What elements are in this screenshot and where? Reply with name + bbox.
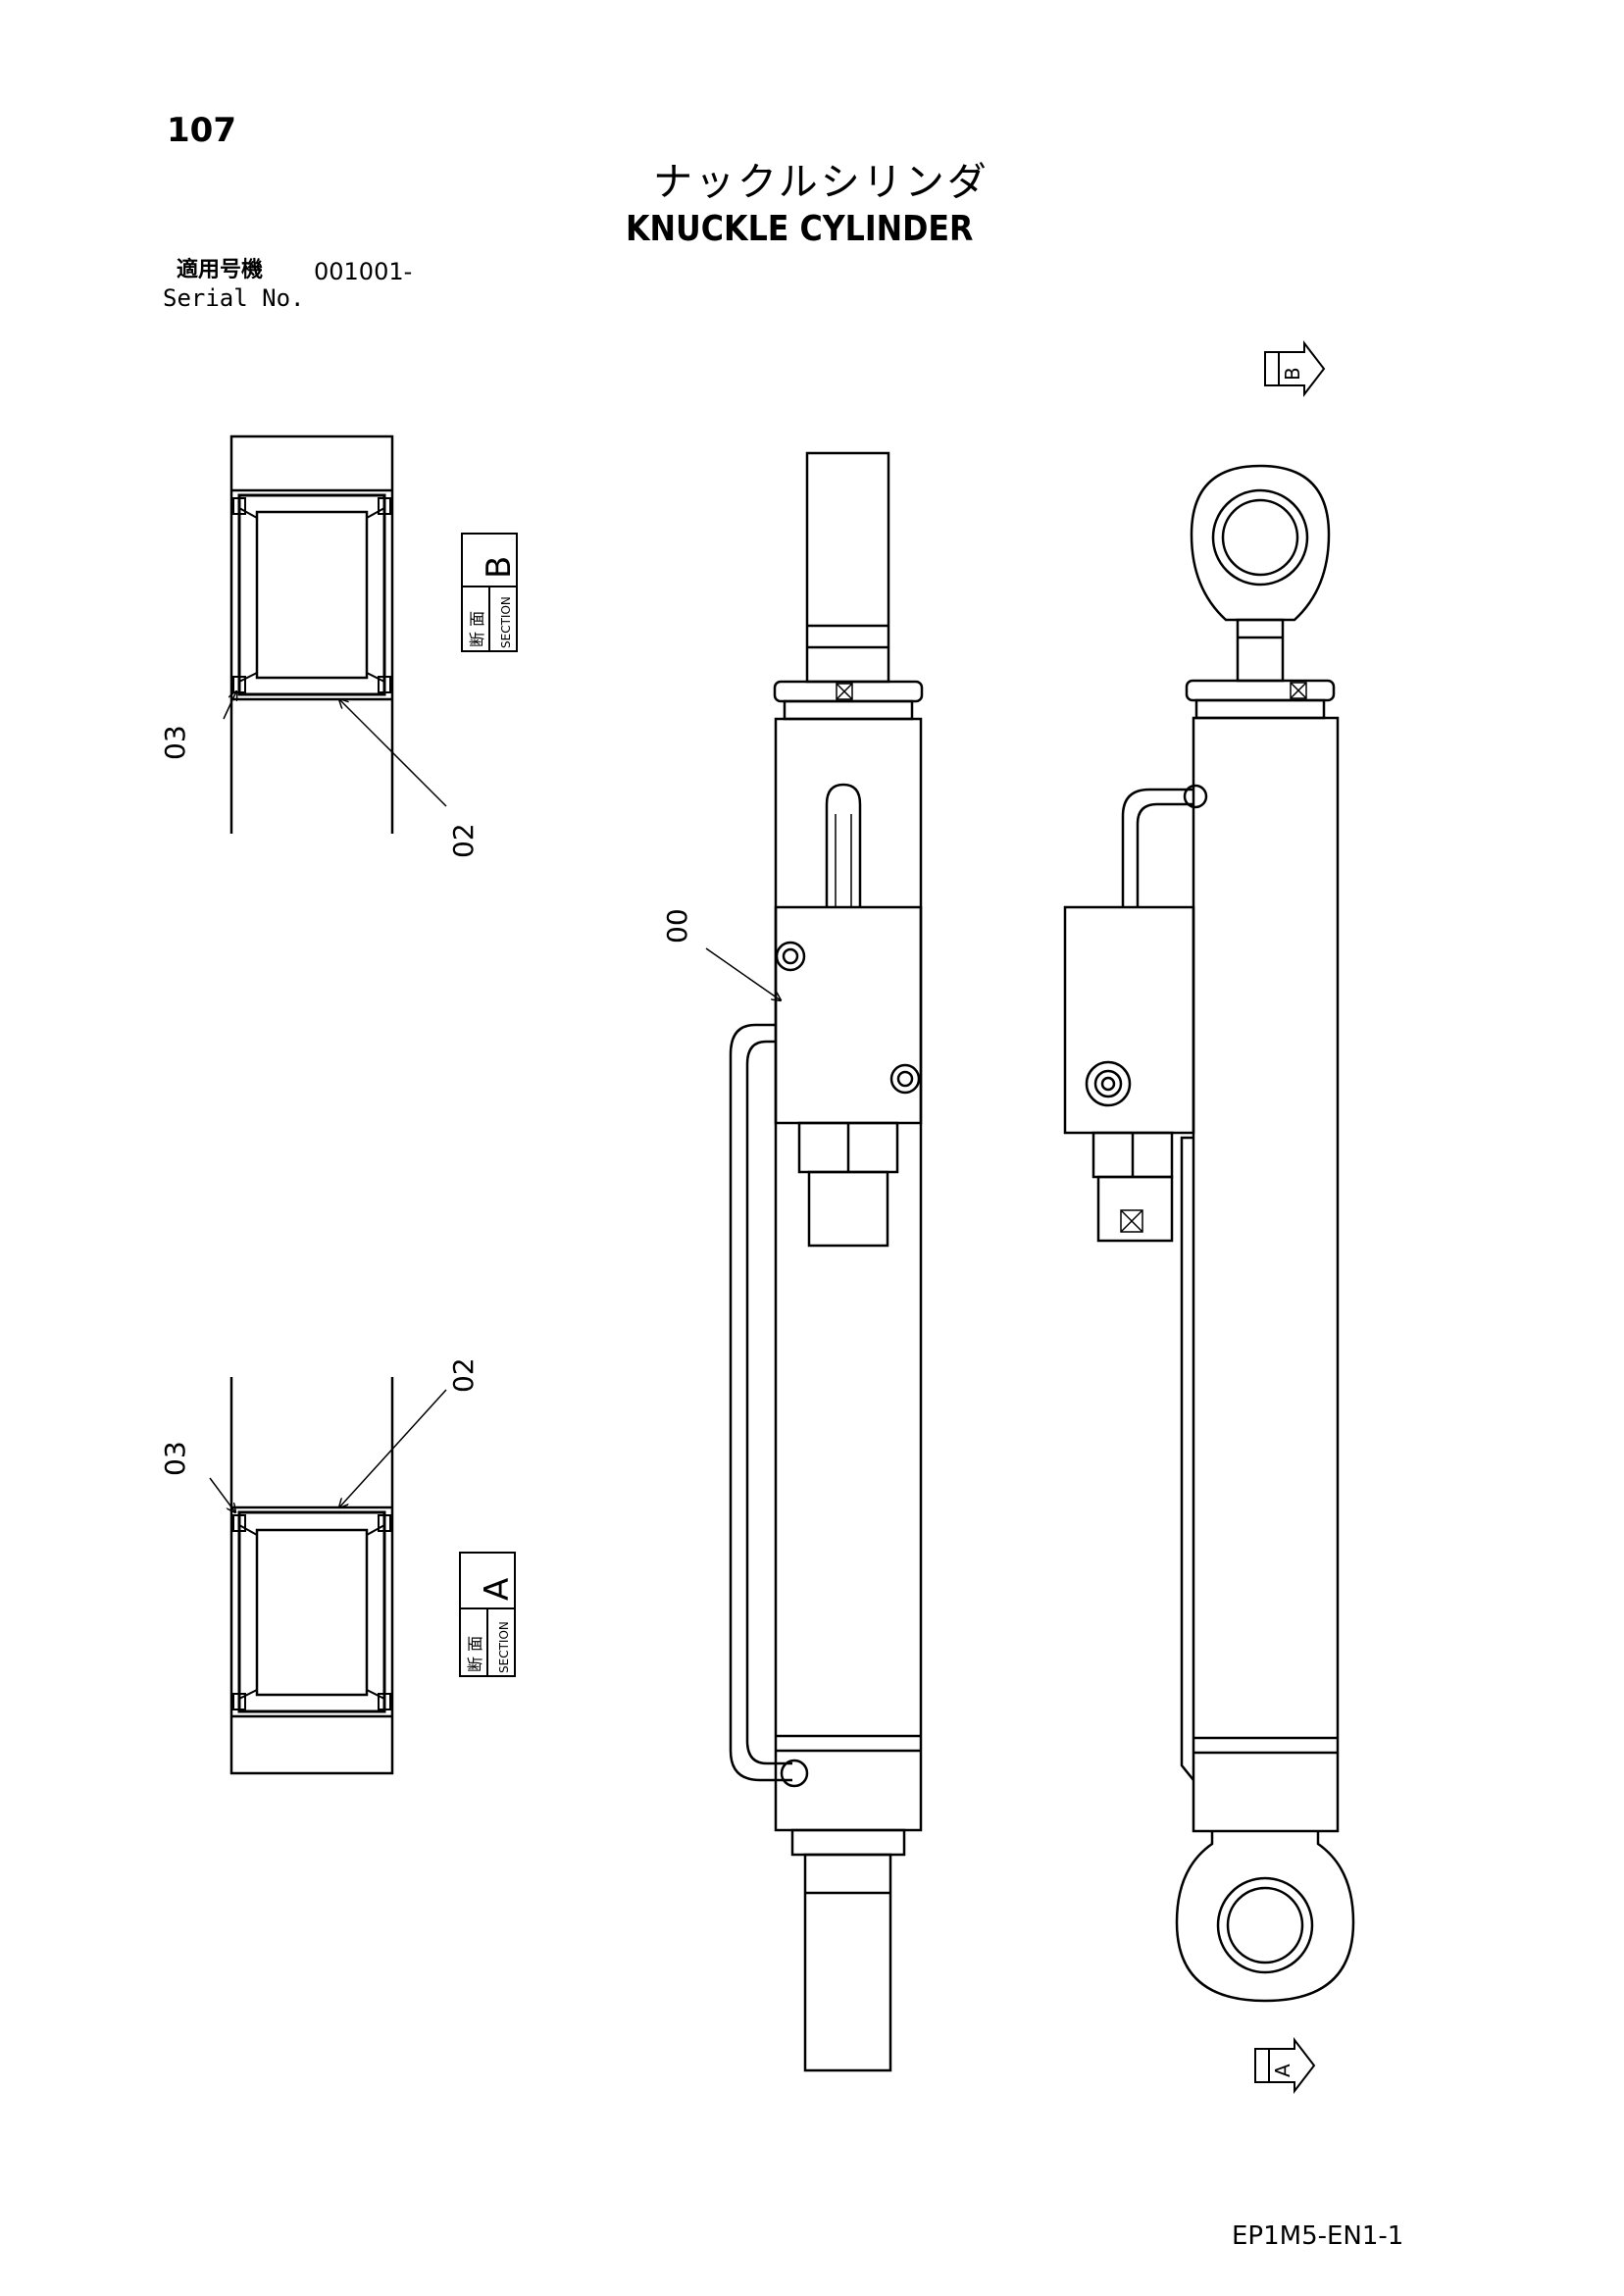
section-a-letter: A bbox=[478, 1578, 517, 1601]
section-a-label-03: 03 bbox=[159, 1441, 191, 1476]
section-b-tag bbox=[461, 533, 518, 652]
section-a-jp: 断 面 bbox=[466, 1636, 484, 1672]
title-japanese: ナックルシリンダ bbox=[653, 160, 990, 205]
serial-label-japanese: 適用号機 bbox=[177, 258, 264, 282]
section-a-tag bbox=[459, 1552, 516, 1677]
cylinder-label-00: 00 bbox=[661, 908, 693, 944]
section-b-label-02: 02 bbox=[447, 823, 480, 858]
section-b-label-03: 03 bbox=[159, 725, 191, 760]
section-b-letter: B bbox=[480, 556, 519, 579]
view-arrow-a bbox=[1254, 2037, 1316, 2094]
view-arrow-b bbox=[1264, 340, 1326, 397]
section-a-label-02: 02 bbox=[447, 1357, 480, 1393]
serial-number-value: 001001- bbox=[314, 258, 413, 285]
title-english: KNUCKLE CYLINDER bbox=[626, 209, 974, 249]
cylinder-front-view bbox=[705, 451, 924, 2072]
section-b-detail bbox=[223, 434, 447, 834]
document-code: EP1M5-EN1-1 bbox=[1232, 2221, 1404, 2251]
view-arrow-a-letter: A bbox=[1271, 2064, 1294, 2077]
section-a-detail bbox=[209, 1377, 447, 1775]
page-number: 107 bbox=[167, 111, 236, 150]
section-a-en: SECTION bbox=[497, 1621, 511, 1673]
section-b-jp: 断 面 bbox=[468, 611, 486, 647]
section-b-en: SECTION bbox=[499, 596, 513, 648]
cylinder-side-view bbox=[1063, 464, 1355, 2003]
view-arrow-b-letter: B bbox=[1281, 367, 1304, 381]
serial-label-english: Serial No. bbox=[163, 284, 305, 312]
